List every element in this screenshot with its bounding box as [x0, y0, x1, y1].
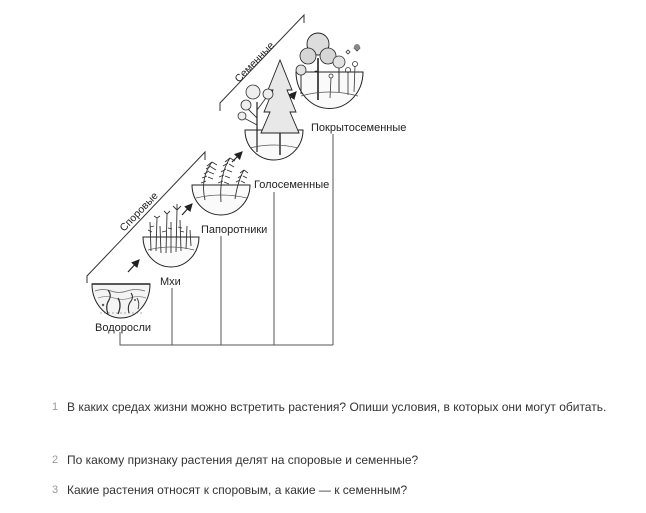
question-number: 2 — [52, 454, 59, 466]
stage-label-algae: Водоросли — [95, 322, 151, 334]
mosses-illustration — [142, 204, 200, 268]
angiosperms-illustration — [295, 32, 364, 109]
stage-label-angiosperms: Покрытосеменные — [311, 122, 406, 134]
spore-group-label: Споровые — [118, 190, 161, 234]
spore-group-bracket — [86, 150, 206, 283]
question-text: По какому признаку растения делят на спо… — [67, 453, 419, 467]
stage-label-mosses: Мхи — [160, 276, 181, 288]
plant-evolution-diagram: Споровые Семенные Водоросли — [86, 13, 406, 346]
question-number: 3 — [52, 484, 59, 496]
question-text: В каких средах жизни можно встретить рас… — [67, 400, 607, 414]
question-number: 1 — [52, 401, 59, 413]
algae-illustration — [91, 283, 151, 319]
gymnosperms-illustration — [237, 58, 320, 161]
seed-group-label: Семенные — [233, 40, 277, 85]
seed-group-bracket — [219, 13, 305, 111]
stage-label-ferns: Папоротники — [201, 224, 267, 236]
connector-lines — [119, 134, 334, 346]
ferns-illustration — [191, 157, 251, 216]
stage-label-gymnosperms: Голосеменные — [254, 179, 329, 191]
question-text: Какие растения относят к споровым, а как… — [67, 483, 408, 497]
